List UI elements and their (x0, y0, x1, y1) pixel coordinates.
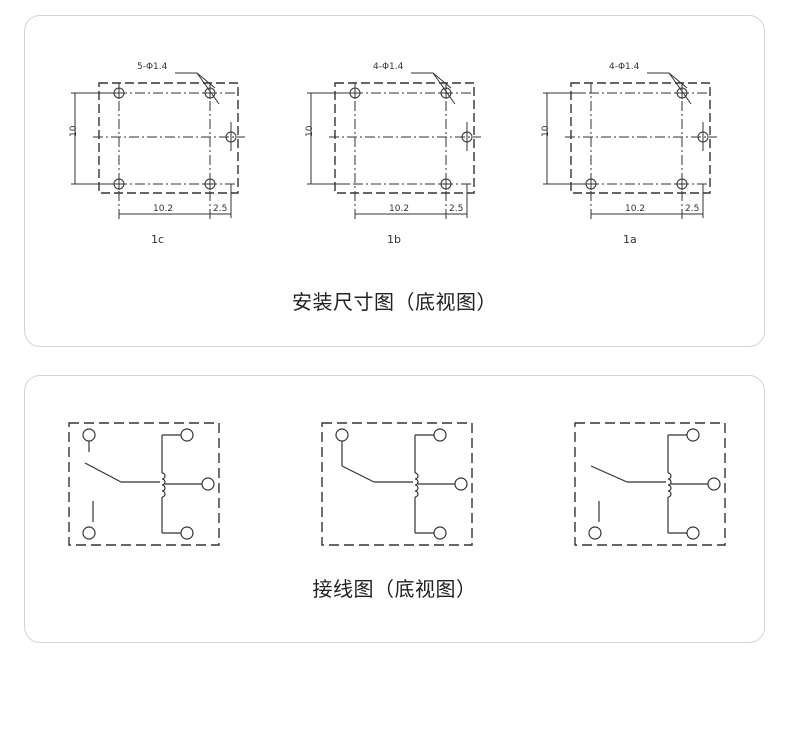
wiring-diagram-1c (68, 422, 220, 546)
hole-spec-label: 4-Φ1.4 (609, 62, 640, 72)
width-dim-label: 10.2 (389, 204, 409, 214)
diagram-label: 1a (623, 233, 637, 246)
mounting-diagram-1c (71, 72, 245, 221)
mounting-diagram-1a (543, 72, 717, 221)
mounting-diagram-card: 5-Φ1.4 10 10.2 2.5 1c 4-Φ1.4 10 10.2 2.5… (24, 15, 765, 347)
offset-dim-label: 2.5 (213, 204, 227, 214)
diagram-label: 1b (387, 233, 401, 246)
wiring-diagram-1a (574, 422, 726, 546)
mounting-labels-1b: 4-Φ1.4 10 10.2 2.5 1b (305, 62, 463, 246)
wiring-diagram-1b (321, 422, 473, 546)
mounting-caption: 安装尺寸图（底视图） (292, 290, 497, 314)
diagram-label: 1c (151, 233, 164, 246)
hole-spec-label: 5-Φ1.4 (137, 62, 168, 72)
wiring-caption: 接线图（底视图） (312, 577, 477, 601)
height-dim-label: 10 (541, 125, 551, 137)
mounting-labels-1c: 5-Φ1.4 10 10.2 2.5 1c (69, 62, 227, 246)
mounting-diagram-1b (307, 72, 481, 221)
mounting-labels-1a: 4-Φ1.4 10 10.2 2.5 1a (541, 62, 699, 246)
wiring-diagram-card: 接线图（底视图） (24, 375, 765, 643)
height-dim-label: 10 (69, 125, 79, 137)
offset-dim-label: 2.5 (685, 204, 699, 214)
height-dim-label: 10 (305, 125, 315, 137)
width-dim-label: 10.2 (625, 204, 645, 214)
offset-dim-label: 2.5 (449, 204, 463, 214)
hole-spec-label: 4-Φ1.4 (373, 62, 404, 72)
wiring-diagrams-svg (68, 422, 726, 546)
mounting-diagrams-svg: 5-Φ1.4 10 10.2 2.5 1c 4-Φ1.4 10 10.2 2.5… (69, 62, 717, 246)
width-dim-label: 10.2 (153, 204, 173, 214)
